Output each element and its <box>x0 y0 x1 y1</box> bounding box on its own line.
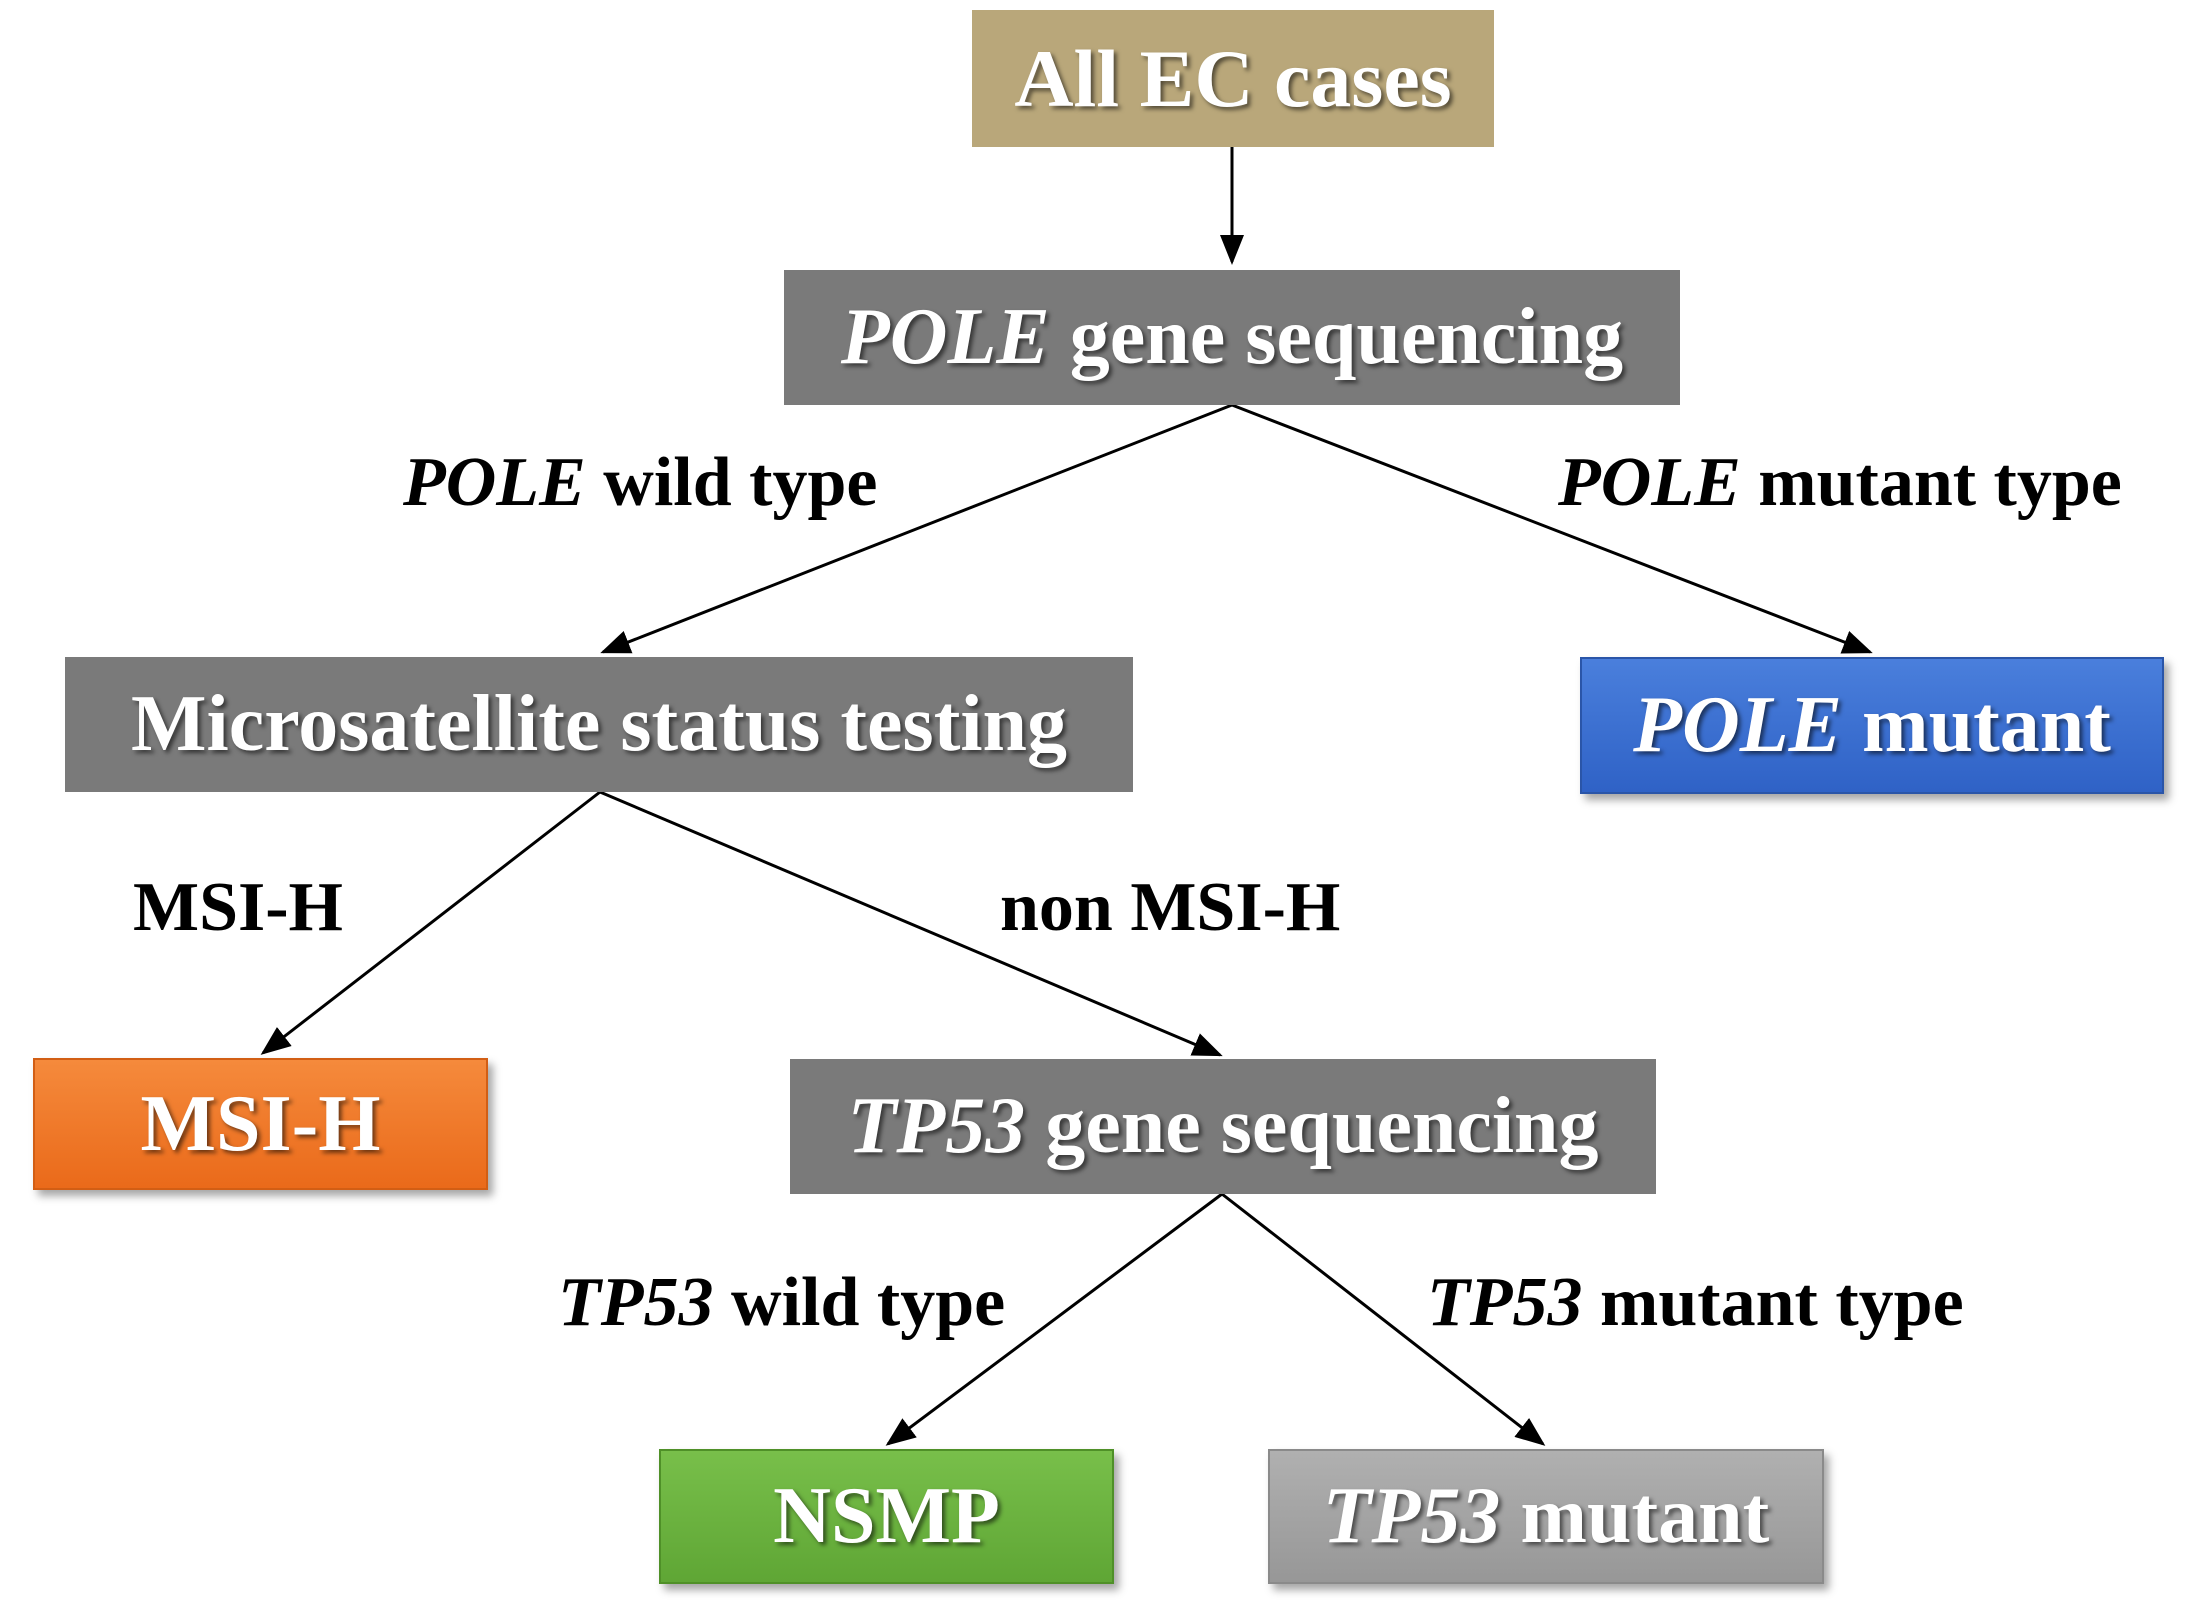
edge-label-msi-h-text: MSI-H <box>133 869 343 946</box>
node-nsmp-label: NSMP <box>773 1472 1000 1560</box>
node-msi-h: MSI-H <box>33 1058 488 1190</box>
edge-label-non-msi-h: non MSI-H <box>1000 873 1340 943</box>
node-tp53-mutant-label: mutant <box>1500 1472 1770 1560</box>
arrow-pole-seq-to-msi-test <box>600 403 1233 654</box>
node-tp53-mutant-gene: TP53 <box>1322 1472 1501 1560</box>
node-tp53-gene-sequencing: TP53 gene sequencing <box>790 1059 1656 1194</box>
node-pole-mutant-gene: POLE <box>1633 681 1842 769</box>
edge-label-pole-wild-type: POLE wild type <box>403 448 877 518</box>
node-tp53-gene-sequencing-gene: TP53 <box>847 1082 1026 1170</box>
node-tp53-gene-sequencing-label: gene sequencing <box>1025 1082 1599 1170</box>
node-microsatellite-status-testing-label: Microsatellite status testing <box>130 680 1068 768</box>
node-pole-mutant-label: mutant <box>1841 681 2111 769</box>
node-pole-gene-sequencing: POLE gene sequencing <box>784 270 1680 405</box>
node-nsmp: NSMP <box>659 1449 1114 1584</box>
edge-label-pole-wild-type-text: wild type <box>585 444 878 521</box>
edge-label-tp53-mutant-type-gene: TP53 <box>1427 1264 1583 1341</box>
edge-label-tp53-mutant-type: TP53 mutant type <box>1427 1268 1964 1338</box>
node-msi-h-label: MSI-H <box>140 1079 381 1168</box>
arrow-msi-test-to-msi-h <box>260 790 601 1055</box>
node-all-ec-cases-label: All EC cases <box>1014 32 1452 124</box>
arrow-pole-seq-to-pole-mutant <box>1231 403 1873 654</box>
node-tp53-mutant: TP53 mutant <box>1268 1449 1824 1584</box>
edge-label-pole-wild-type-gene: POLE <box>403 444 586 521</box>
node-pole-gene-sequencing-gene: POLE <box>840 293 1050 381</box>
arrow-tp53-seq-to-tp53-mutant <box>1221 1192 1546 1446</box>
edge-label-tp53-wild-type-gene: TP53 <box>558 1264 714 1341</box>
edge-label-pole-mutant-type-text: mutant type <box>1740 444 2122 521</box>
edge-label-msi-h: MSI-H <box>133 873 343 943</box>
node-pole-gene-sequencing-label: gene sequencing <box>1049 293 1624 381</box>
edge-label-non-msi-h-text: non MSI-H <box>1000 869 1341 946</box>
edge-label-tp53-wild-type: TP53 wild type <box>558 1268 1005 1338</box>
edge-label-pole-mutant-type-gene: POLE <box>1558 444 1741 521</box>
edge-label-tp53-wild-type-text: wild type <box>713 1264 1006 1341</box>
node-all-ec-cases: All EC cases <box>972 10 1494 147</box>
edge-label-pole-mutant-type: POLE mutant type <box>1558 448 2122 518</box>
arrow-tp53-seq-to-nsmp <box>885 1192 1223 1446</box>
arrow-msi-test-to-tp53-seq <box>599 790 1223 1057</box>
edge-label-tp53-mutant-type-text: mutant type <box>1582 1264 1964 1341</box>
node-pole-mutant: POLE mutant <box>1580 657 2164 794</box>
node-microsatellite-status-testing: Microsatellite status testing <box>65 657 1133 792</box>
